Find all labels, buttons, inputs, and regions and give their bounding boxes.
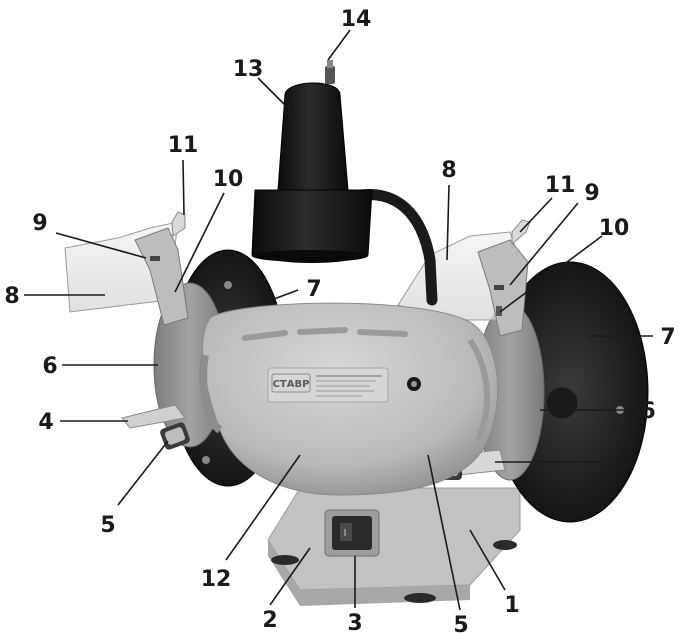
callout-10-right: 10 <box>599 216 630 241</box>
callout-9-left: 9 <box>32 211 47 236</box>
leader-lines <box>24 29 653 611</box>
base <box>267 487 521 606</box>
callout-4-left: 4 <box>38 410 53 435</box>
callout-labels: 14 13 11 10 9 8 7 6 4 5 12 2 3 5 1 4 6 7… <box>4 7 675 637</box>
brand-logo: СТАВР <box>273 379 310 390</box>
lamp-switch <box>325 60 335 84</box>
callout-5-right: 5 <box>453 613 468 637</box>
callout-5-left: 5 <box>100 513 115 538</box>
work-lamp <box>251 82 373 263</box>
callout-4-right: 4 <box>614 450 629 475</box>
callout-8-right: 8 <box>441 158 456 183</box>
callout-6-right: 6 <box>640 399 655 424</box>
name-plate: СТАВР <box>267 367 421 403</box>
svg-text:I: I <box>344 528 347 539</box>
callout-7-right: 7 <box>660 325 675 350</box>
left-shield-bracket <box>134 211 189 326</box>
callout-2: 2 <box>262 608 277 633</box>
callout-1: 1 <box>504 593 519 618</box>
callout-11-left: 11 <box>168 133 199 158</box>
callout-6-left: 6 <box>42 354 57 379</box>
callout-11-right: 11 <box>545 173 576 198</box>
callout-10-left: 10 <box>213 167 244 192</box>
left-tool-rest <box>121 404 186 429</box>
callout-14: 14 <box>341 7 372 32</box>
power-switch: I <box>324 509 380 557</box>
callout-12: 12 <box>201 567 232 592</box>
callout-13: 13 <box>233 57 264 82</box>
callout-9-right: 9 <box>584 181 599 206</box>
callout-8-left: 8 <box>4 284 19 309</box>
callout-7-left: 7 <box>306 277 321 302</box>
callout-3: 3 <box>347 611 362 636</box>
